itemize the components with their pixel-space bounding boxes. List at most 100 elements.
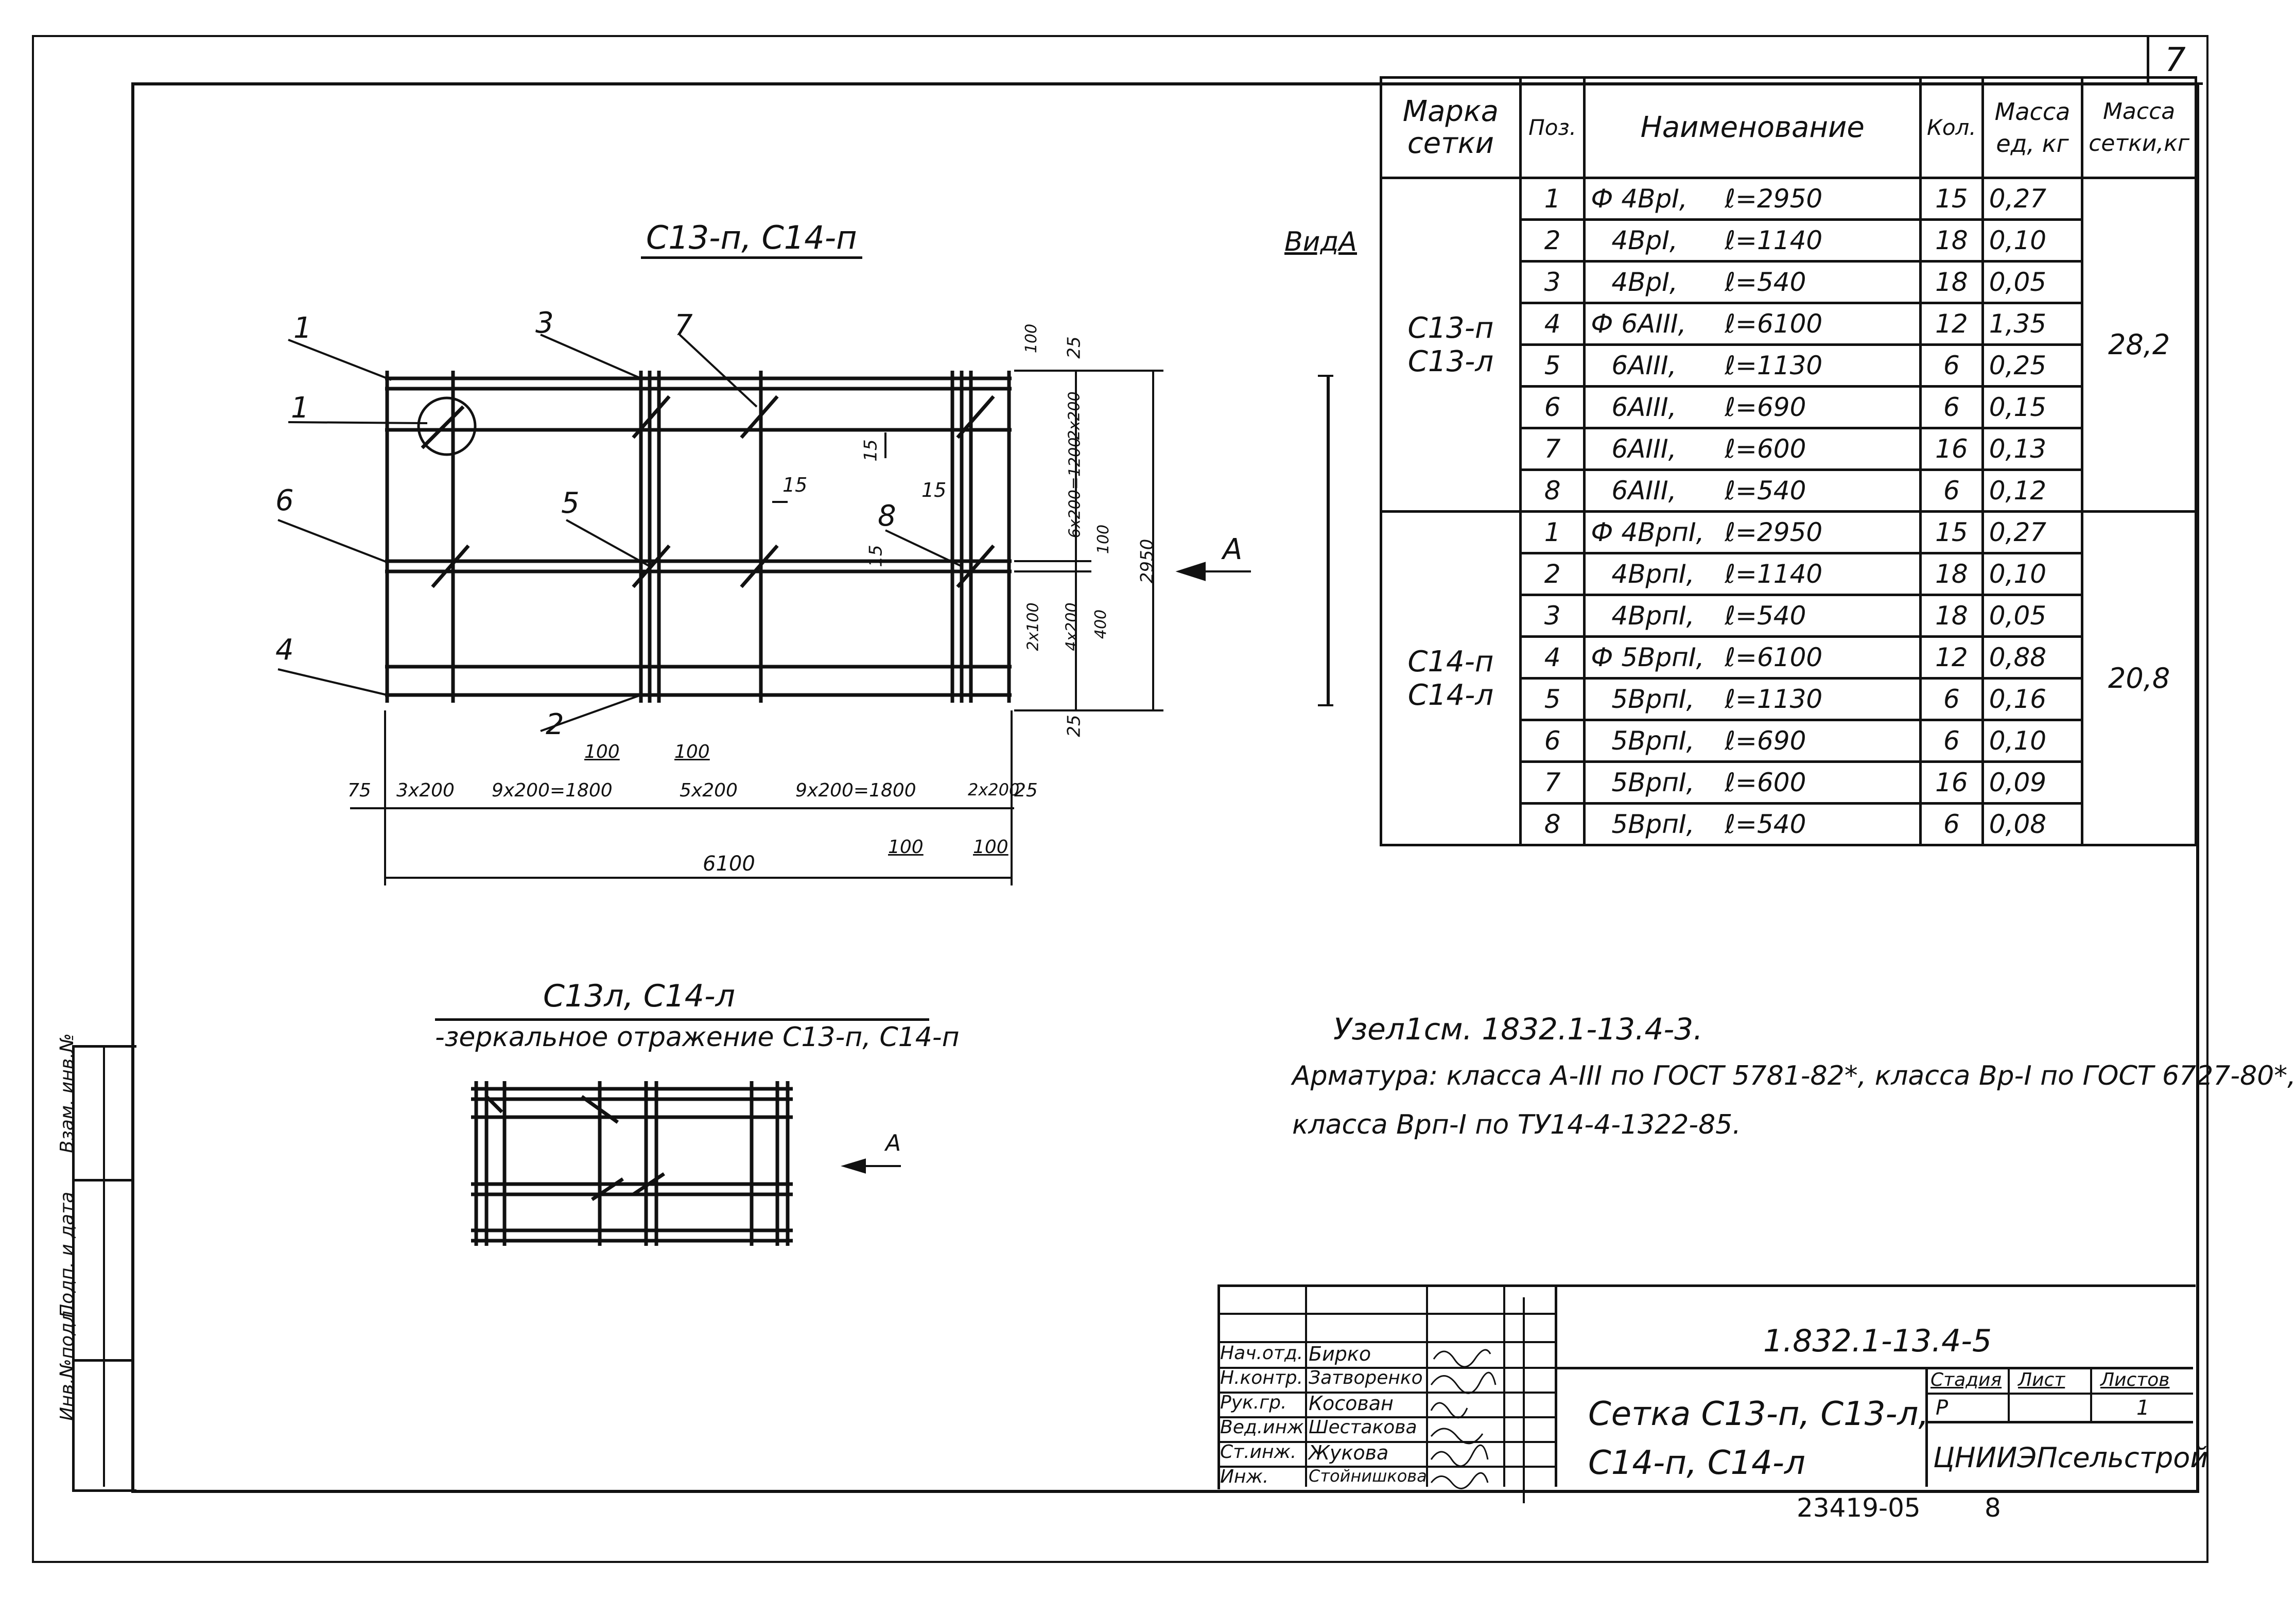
total-mass-c13: 28,2 [2081, 177, 2197, 513]
name-cell: 5ВрпI,ℓ=600 [1583, 760, 1922, 805]
title-block-sign-grid [1217, 1284, 1557, 1487]
organization: ЦНИИЭПсельстрой [1933, 1441, 2208, 1474]
qty-cell: 6 [1919, 802, 1984, 846]
qty-cell: 6 [1919, 343, 1984, 388]
qty-cell: 6 [1919, 719, 1984, 763]
doc-code: 1.832.1-13.4-5 [1763, 1323, 1992, 1359]
dim-100-d: 100 [973, 837, 1008, 858]
side-stamp-vline [103, 1045, 105, 1487]
mark-c14l: С14-л [1407, 678, 1494, 712]
mass-cell: 0,12 [1981, 468, 2084, 513]
title-block-code-divider [1555, 1367, 2193, 1369]
mass-cell: 0,13 [1981, 427, 2084, 471]
stage-label: Стадия [1930, 1369, 2002, 1391]
mass-cell: 0,27 [1981, 510, 2084, 554]
table-row: 5 5ВрпI,ℓ=1130 6 0,16 [1381, 677, 2196, 721]
sign-role-5: Инж. [1220, 1466, 1269, 1487]
table-row: 8 5ВрпI,ℓ=540 6 0,08 [1381, 802, 2196, 846]
mark-c13p: С13-п [1407, 311, 1494, 345]
mass-cell: 1,35 [1981, 302, 2084, 346]
name-cell: 5ВрпI,ℓ=540 [1583, 802, 1922, 846]
qty-cell: 12 [1919, 635, 1984, 680]
pos-cell: 3 [1519, 260, 1586, 304]
mark-cell-c14: С14-п С14-л [1380, 510, 1522, 846]
mark-cell-c13: С13-п С13-л [1380, 177, 1522, 513]
sign-role-2: Рук.гр. [1220, 1392, 1287, 1413]
pos-cell: 4 [1519, 635, 1586, 680]
pos-cell: 8 [1519, 802, 1586, 846]
main-view-title: С13-п, С14-п [641, 219, 862, 259]
sheet-number: 7 [2165, 41, 2186, 79]
table-row: 8 6АIII,ℓ=540 6 0,12 [1381, 468, 2196, 513]
dim-5x200: 5х200 [680, 780, 738, 801]
drawing-sheet: { "sheet_number": "7", "main_view_title"… [32, 35, 2296, 1563]
sign-name-0: Бирко [1309, 1343, 1371, 1365]
sheets-label: Листов [2100, 1369, 2170, 1391]
name-cell: 6АIII,ℓ=1130 [1583, 343, 1922, 388]
pos-cell: 7 [1519, 427, 1586, 471]
mark-c14p: С14-п [1407, 645, 1494, 679]
inner-frame [131, 82, 2199, 1493]
qty-cell: 18 [1919, 218, 1984, 263]
dim-small-15b: 15 [921, 479, 947, 501]
mesh-drawing [277, 334, 1525, 1503]
name-cell: 4ВрI,ℓ=540 [1583, 260, 1922, 304]
title-block-stage-col2 [2090, 1367, 2092, 1421]
col-mark: Марка сетки [1380, 76, 1522, 179]
name-cell: 4ВрI,ℓ=1140 [1583, 218, 1922, 263]
table-row: 7 6АIII,ℓ=600 16 0,13 [1381, 427, 2196, 471]
name-cell: Ф 5ВрпI,ℓ=6100 [1583, 635, 1922, 680]
col-total-mass: Масса сетки,кг [2081, 76, 2197, 179]
name-cell: Ф 6АIII,ℓ=6100 [1583, 302, 1922, 346]
callout-pos-1b: 1 [291, 391, 309, 425]
dim-9x200-a: 9х200=1800 [492, 780, 613, 801]
title-block [1217, 1284, 2196, 1489]
title-block-stage-col1 [2008, 1367, 2010, 1421]
callout-pos-8: 8 [878, 499, 896, 533]
dim-3x200: 3х200 [396, 780, 455, 801]
callout-pos-6: 6 [275, 484, 294, 517]
dim-overall-6100: 6100 [703, 852, 755, 876]
sign-role-0: Нач.отд. [1220, 1343, 1303, 1364]
sheet-label: Лист [2018, 1369, 2065, 1391]
pos-cell: 1 [1519, 177, 1586, 221]
sign-role-1: Н.контр. [1220, 1367, 1303, 1388]
table-row: 2 4ВрI,ℓ=1140 18 0,10 [1381, 218, 2196, 263]
mass-cell: 0,10 [1981, 218, 2084, 263]
mass-cell: 0,27 [1981, 177, 2084, 221]
name-cell: Ф 4ВрI,ℓ=2950 [1583, 177, 1922, 221]
pos-cell: 4 [1519, 302, 1586, 346]
col-qty: Кол. [1919, 76, 1984, 179]
col-unit-mass: Масса ед, кг [1981, 76, 2084, 179]
mirror-subtitle: -зеркальное отражение С13-п, С14-п [435, 1022, 960, 1053]
pos-cell: 8 [1519, 468, 1586, 513]
arrow-a-label: А [1223, 533, 1243, 566]
specification-table: Марка сетки Поз. Наименование Кол. Масса… [1380, 76, 2197, 846]
callout-pos-5: 5 [561, 486, 580, 520]
pos-cell: 7 [1519, 760, 1586, 805]
sign-name-1: Затворенко [1309, 1367, 1423, 1388]
table-row: 3 4ВрпI,ℓ=540 18 0,05 [1381, 594, 2196, 638]
qty-cell: 6 [1919, 468, 1984, 513]
callout-pos-2: 2 [546, 708, 564, 741]
pos-cell: 5 [1519, 343, 1586, 388]
table-row: 3 4ВрI,ℓ=540 18 0,05 [1381, 260, 2196, 304]
mirror-title-underline [435, 1018, 929, 1021]
qty-cell: 18 [1919, 594, 1984, 638]
mass-cell: 0,10 [1981, 552, 2084, 596]
sign-role-4: Ст.инж. [1220, 1441, 1297, 1463]
name-cell: 4ВрпI,ℓ=1140 [1583, 552, 1922, 596]
callout-pos-3: 3 [535, 306, 554, 340]
view-a-label: ВидА [1284, 227, 1357, 257]
spec-header-row: Марка сетки Поз. Наименование Кол. Масса… [1380, 76, 2197, 179]
dim-25-bottom: 25 [1014, 780, 1038, 801]
qty-cell: 15 [1919, 510, 1984, 554]
name-cell: Ф 4ВрпI,ℓ=2950 [1583, 510, 1922, 554]
name-cell: 6АIII,ℓ=690 [1583, 385, 1922, 429]
mass-cell: 0,09 [1981, 760, 2084, 805]
note-reinforcement-line2: класса Врп-I по ТУ14-4-1322-85. [1292, 1109, 1741, 1140]
callout-pos-1a: 1 [293, 311, 312, 345]
arrow-a-small-label: А [885, 1130, 901, 1156]
qty-cell: 18 [1919, 552, 1984, 596]
outer-frame [32, 35, 2208, 1563]
